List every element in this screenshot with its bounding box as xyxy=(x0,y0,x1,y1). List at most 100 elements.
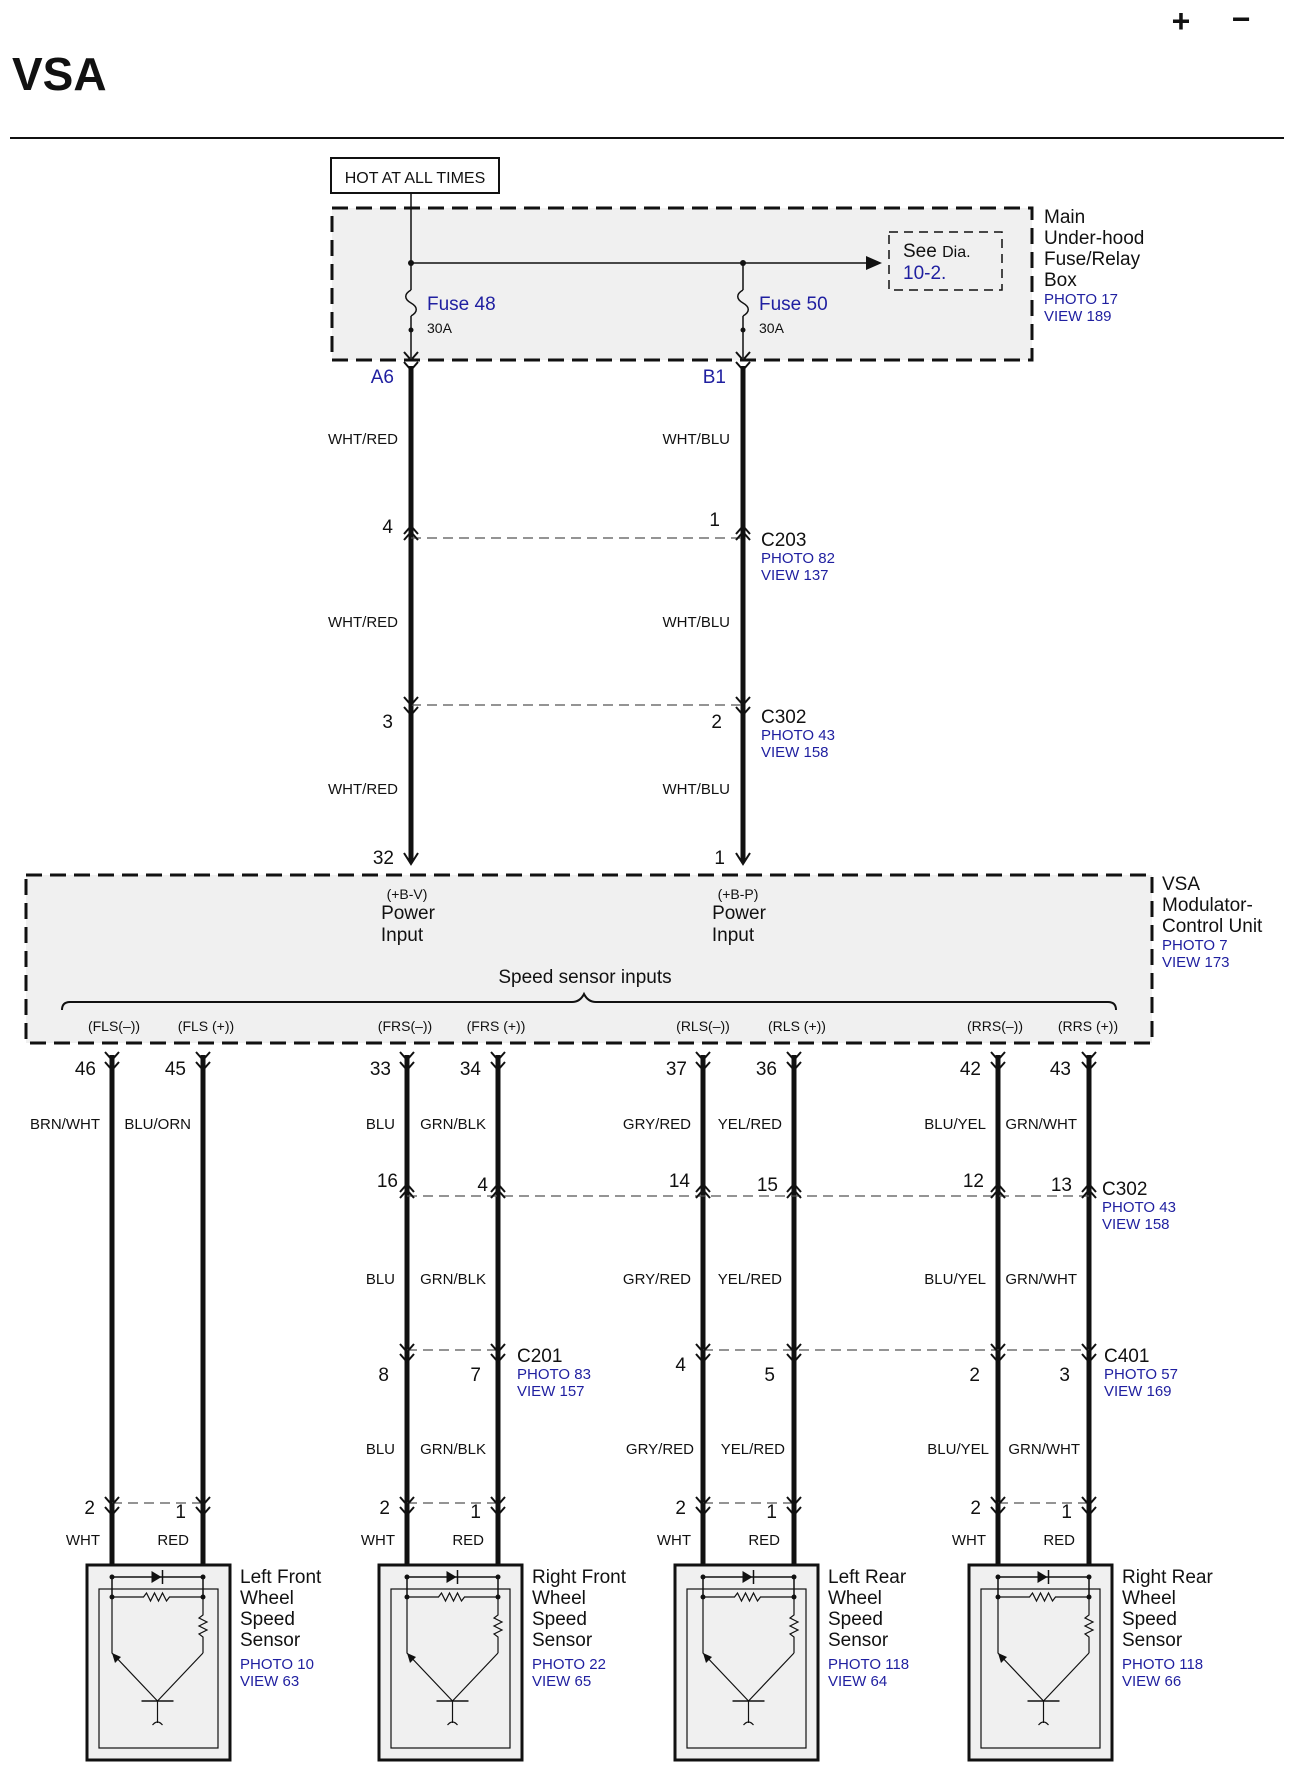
c401-photo[interactable]: PHOTO 57 xyxy=(1104,1366,1178,1383)
sensor-1-label-line3: Speed xyxy=(532,1609,587,1630)
c302-bottom-view[interactable]: VIEW 158 xyxy=(1102,1216,1170,1233)
sensor-1-inner xyxy=(390,1588,511,1749)
c401-view[interactable]: VIEW 169 xyxy=(1104,1383,1172,1400)
ecu-sensor-fork-6-top xyxy=(990,1051,1006,1062)
page-title: VSA xyxy=(12,48,107,100)
see-label: See xyxy=(903,241,937,262)
c302-bottom-fork-0-top xyxy=(399,1182,415,1193)
sensor-signal-0: (FLS(–)) xyxy=(88,1018,140,1034)
b1-terminal-fork-top xyxy=(735,351,751,362)
sensor-2-label-line4: Sensor xyxy=(828,1630,889,1651)
c201-fork-0-top xyxy=(399,1343,415,1354)
sensor-0-label-line2: Wheel xyxy=(240,1588,294,1609)
ecu-photo[interactable]: PHOTO 7 xyxy=(1162,937,1228,954)
sensor-0-fork-b-bottom xyxy=(195,1506,211,1517)
bus-arrow xyxy=(866,256,882,270)
sensor-3-ground-icon xyxy=(1038,1721,1049,1726)
fuse50-name[interactable]: Fuse 50 xyxy=(759,294,828,315)
wire-color-top-7: GRN/WHT xyxy=(1005,1116,1077,1133)
sensor-2-view[interactable]: VIEW 64 xyxy=(828,1673,887,1690)
wire-color-right-1: WHT/BLU xyxy=(663,431,731,448)
c302-top-photo[interactable]: PHOTO 43 xyxy=(761,727,835,744)
fuse50-rating: 30A xyxy=(759,320,785,336)
sensor-2-fork-b-top xyxy=(786,1496,802,1507)
ecu-sensor-fork-3-top xyxy=(490,1051,506,1062)
ecu-sensor-fork-4-top xyxy=(695,1051,711,1062)
zoom-out-button[interactable]: − xyxy=(1225,1,1257,37)
ecu-sensor-pin-43: 43 xyxy=(1050,1059,1071,1080)
sensor-0-pin-2: 2 xyxy=(84,1498,95,1519)
wire-color-mid-1: GRN/BLK xyxy=(420,1271,486,1288)
sensor-2-arrow-icon xyxy=(703,1653,712,1663)
ecu-bv-label-line2: Input xyxy=(381,925,424,946)
zoom-in-button[interactable]: + xyxy=(1165,2,1197,39)
ecu-view[interactable]: VIEW 173 xyxy=(1162,954,1230,971)
ecu-bp-label-line1: Power xyxy=(712,903,767,924)
c302-top-view[interactable]: VIEW 158 xyxy=(761,744,829,761)
sensor-0-view[interactable]: VIEW 63 xyxy=(240,1673,299,1690)
sensor-1-fork-a-bottom xyxy=(399,1506,415,1517)
c302-bottom-fork-0-bottom xyxy=(399,1188,415,1199)
sensor-2-node-c xyxy=(700,1574,706,1580)
wire-color-mid-2: GRY/RED xyxy=(623,1271,691,1288)
fuse50-symbol xyxy=(737,289,749,317)
sensor-0-housing[interactable] xyxy=(85,1563,232,1762)
c302-bottom-photo[interactable]: PHOTO 43 xyxy=(1102,1199,1176,1216)
fuse48-symbol xyxy=(405,289,417,317)
c203-fork-right-bottom xyxy=(735,530,751,541)
fuse48-name[interactable]: Fuse 48 xyxy=(427,294,496,315)
sensor-3-view[interactable]: VIEW 66 xyxy=(1122,1673,1181,1690)
ecu-sensor-pin-46: 46 xyxy=(75,1059,96,1080)
sensor-3-photo[interactable]: PHOTO 118 xyxy=(1122,1656,1203,1673)
sensor-3-node-d xyxy=(1086,1574,1092,1580)
sensor-signal-1: (FLS (+)) xyxy=(178,1018,234,1034)
c203-name: C203 xyxy=(761,530,806,551)
see-dia-label: See Dia. xyxy=(903,241,971,262)
sensor-1-photo[interactable]: PHOTO 22 xyxy=(532,1656,606,1673)
c401-fork-3-top xyxy=(1081,1343,1097,1354)
wire-color-mid-0: BLU xyxy=(366,1271,395,1288)
c203-view[interactable]: VIEW 137 xyxy=(761,567,829,584)
sensor-0-photo[interactable]: PHOTO 10 xyxy=(240,1656,314,1673)
wire-color-top-3: GRN/BLK xyxy=(420,1116,486,1133)
c201-photo[interactable]: PHOTO 83 xyxy=(517,1366,591,1383)
c302-bottom-fork-3-bottom xyxy=(786,1188,802,1199)
sensor-1-pin-2: 2 xyxy=(379,1498,390,1519)
sensor-1-view[interactable]: VIEW 65 xyxy=(532,1673,591,1690)
terminal-a6[interactable]: A6 xyxy=(371,367,394,388)
fuse-box-photo[interactable]: PHOTO 17 xyxy=(1044,291,1118,308)
c401-pin-5: 5 xyxy=(764,1365,775,1386)
ecu-pin-1-fork xyxy=(735,852,751,866)
c302-bottom-fork-2-top xyxy=(695,1182,711,1193)
sensor-0-inner xyxy=(98,1588,219,1749)
sensor-2-housing[interactable] xyxy=(673,1563,820,1762)
sensor-2-inner xyxy=(686,1588,807,1749)
sensor-2-photo[interactable]: PHOTO 118 xyxy=(828,1656,909,1673)
ecu-bp-label-line2: Input xyxy=(712,925,755,946)
see-dia-box[interactable] xyxy=(888,231,1003,291)
sensor-1-coil-icon xyxy=(492,1597,504,1653)
see-dia-word: Dia. xyxy=(942,244,970,261)
c302-bottom-fork-4-top xyxy=(990,1182,1006,1193)
sensor-1-fork-a-top xyxy=(399,1496,415,1507)
fuse-box-label-line3: Fuse/Relay xyxy=(1044,249,1141,270)
c201-pin-7: 7 xyxy=(470,1365,481,1386)
fuse48-rating: 30A xyxy=(427,320,453,336)
sensor-0-label-line3: Speed xyxy=(240,1609,295,1630)
sensor-3-fork-a-bottom xyxy=(990,1506,1006,1517)
c302-bottom-fork-4-bottom xyxy=(990,1188,1006,1199)
c201-view[interactable]: VIEW 157 xyxy=(517,1383,585,1400)
c203-pin-right: 1 xyxy=(709,510,720,531)
see-dia-ref[interactable]: 10-2. xyxy=(903,263,946,284)
terminal-b1[interactable]: B1 xyxy=(703,367,726,388)
fuse-box-view[interactable]: VIEW 189 xyxy=(1044,308,1112,325)
c302-bottom-fork-2-bottom xyxy=(695,1188,711,1199)
sensor-3-arrow-icon xyxy=(998,1653,1007,1663)
sensor-3-node-c xyxy=(995,1574,1001,1580)
b1-terminal-fork-bottom xyxy=(735,361,751,372)
c302-bottom-fork-3-top xyxy=(786,1182,802,1193)
c203-photo[interactable]: PHOTO 82 xyxy=(761,550,835,567)
sensor-2-ground-icon xyxy=(743,1721,754,1726)
c203-fork-left-top xyxy=(403,524,419,535)
